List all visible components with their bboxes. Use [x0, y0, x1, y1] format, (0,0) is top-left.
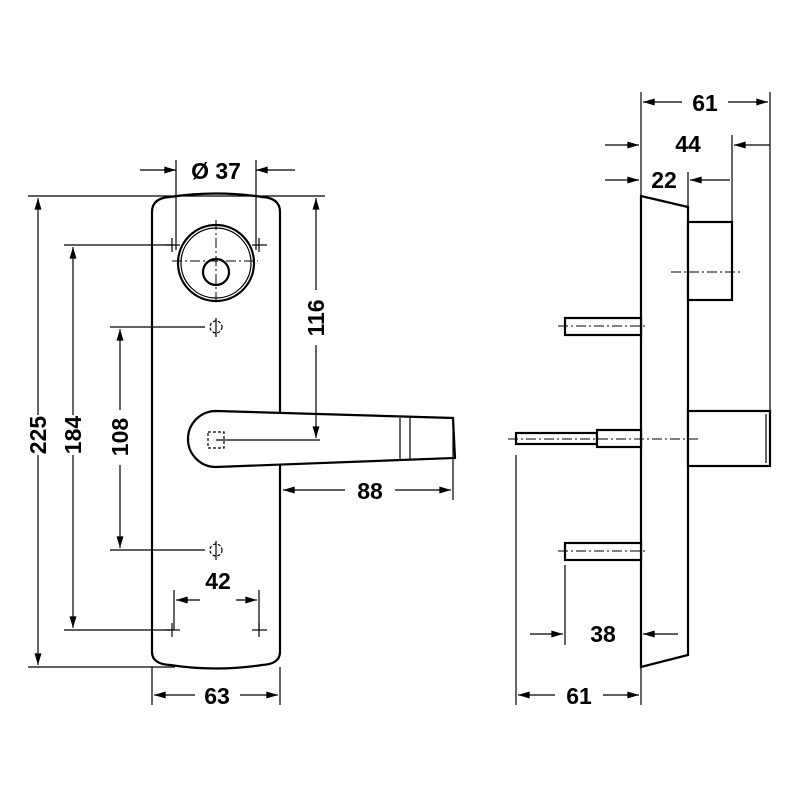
dim-cylinder-to-lever: 116	[216, 198, 329, 441]
dim-label: 184	[60, 416, 86, 455]
dim-mounting-hole-spacing: 184	[60, 244, 172, 631]
dim-label: 22	[651, 167, 677, 193]
dim-overall-height: 225	[25, 195, 325, 668]
dim-label: 108	[107, 418, 133, 457]
side-view: 61 44 22 38 61	[508, 90, 772, 709]
dim-spindle-length: 61	[515, 455, 642, 709]
lever-side	[686, 409, 772, 468]
dim-mounting-hole-width: 42	[173, 568, 260, 630]
dim-label: 38	[590, 621, 616, 647]
dim-label: 88	[357, 478, 383, 504]
dim-plate-thickness: 22	[605, 167, 730, 207]
dim-label: 61	[566, 683, 592, 709]
dim-screw-spacing: 108	[107, 326, 205, 551]
backplate-side	[639, 194, 690, 669]
dim-cylinder-projection: 44	[605, 131, 770, 222]
dim-plate-width: 63	[151, 667, 281, 709]
cylinder-rose	[172, 220, 258, 303]
dim-label: 225	[25, 416, 51, 455]
dim-label: 44	[675, 131, 701, 157]
dim-label: 42	[205, 568, 231, 594]
dim-pin-length: 38	[530, 565, 678, 647]
dim-label: 61	[692, 90, 718, 116]
front-view: Ø 37 225 184 108 116	[25, 158, 457, 709]
cylinder-side	[686, 220, 734, 302]
dim-label: Ø 37	[191, 158, 241, 184]
dim-label: 63	[204, 683, 230, 709]
dim-overall-depth-top: 61	[640, 90, 771, 411]
dim-cylinder-diameter: Ø 37	[140, 158, 295, 250]
dim-lever-projection: 88	[282, 420, 454, 504]
dim-label: 116	[303, 299, 329, 336]
lever-handle	[186, 409, 457, 469]
spindle	[508, 428, 700, 449]
